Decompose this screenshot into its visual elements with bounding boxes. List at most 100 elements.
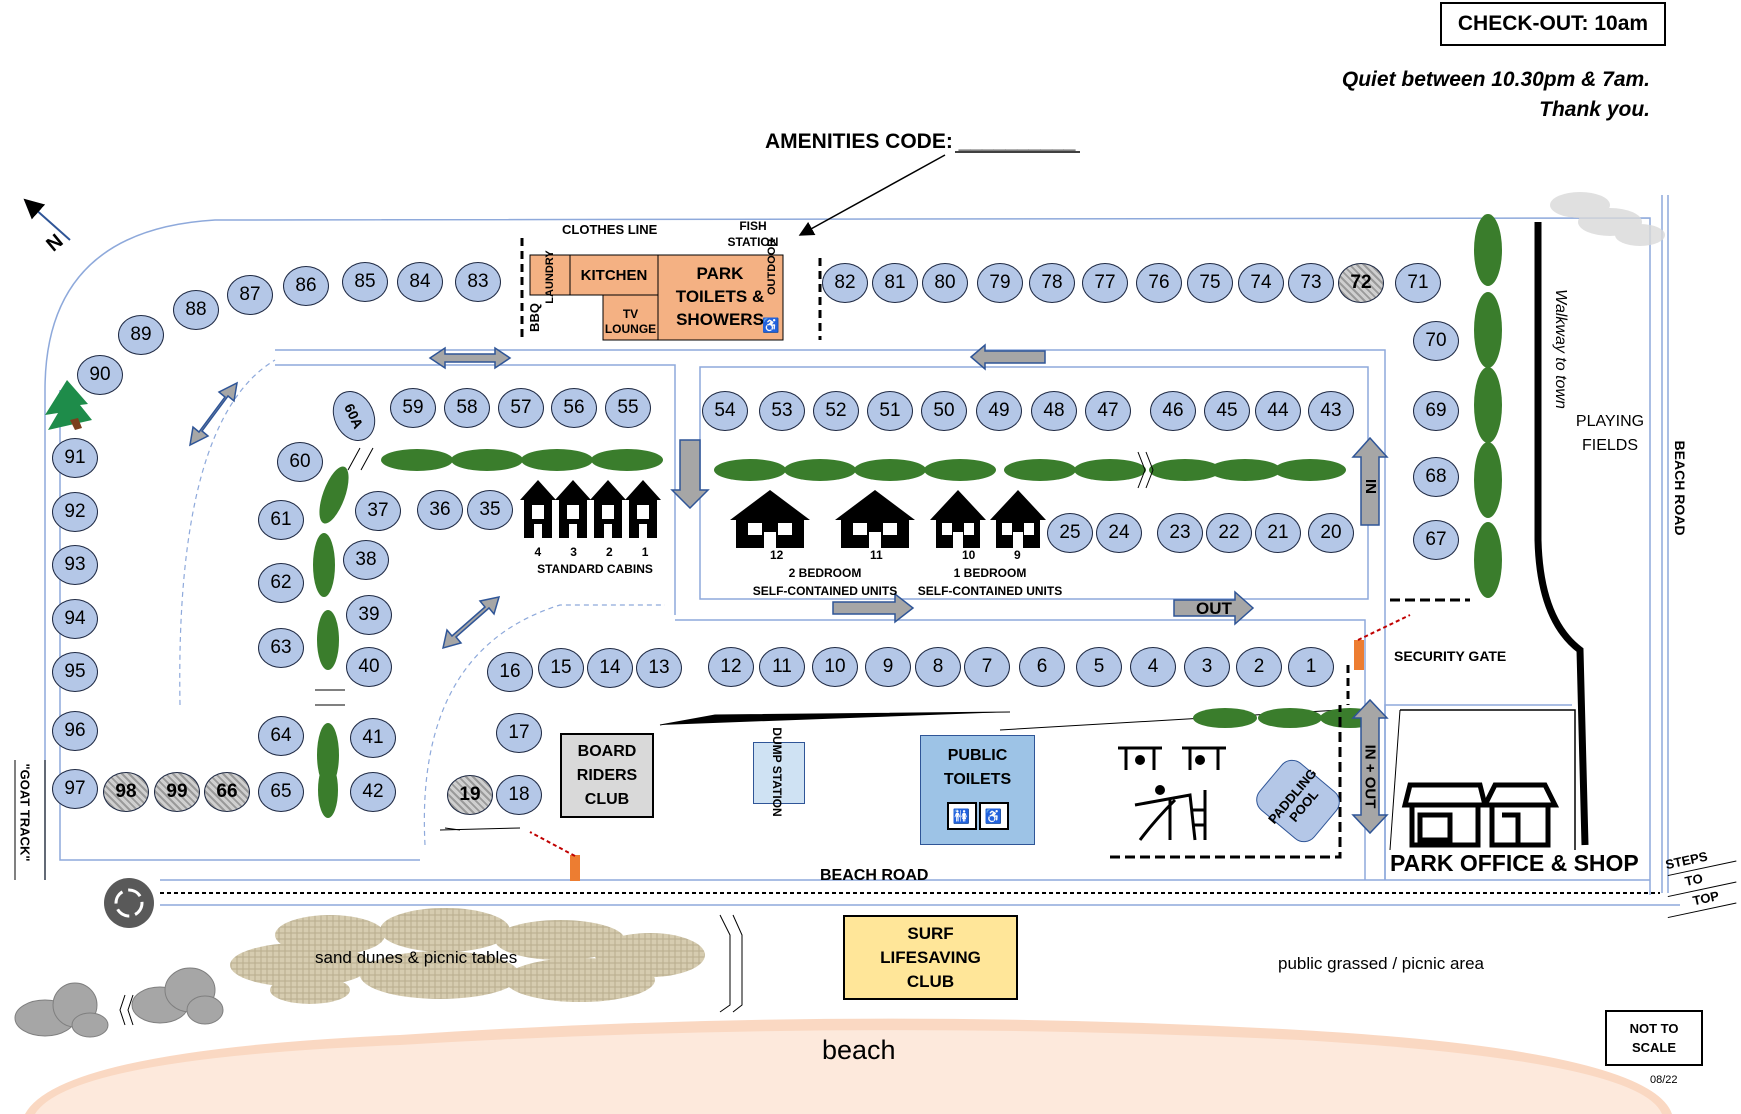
site-69[interactable]: 69 [1413, 391, 1459, 431]
site-23[interactable]: 23 [1157, 513, 1203, 553]
site-36[interactable]: 36 [417, 490, 463, 530]
site-84[interactable]: 84 [397, 262, 443, 302]
site-55[interactable]: 55 [605, 388, 651, 428]
site-44[interactable]: 44 [1255, 391, 1301, 431]
site-63[interactable]: 63 [258, 628, 304, 668]
site-94[interactable]: 94 [52, 599, 98, 639]
site-47[interactable]: 47 [1085, 391, 1131, 431]
site-38[interactable]: 38 [343, 540, 389, 580]
site-95[interactable]: 95 [52, 652, 98, 692]
site-41[interactable]: 41 [350, 718, 396, 758]
site-90[interactable]: 90 [77, 355, 123, 395]
steps-to-top-label: STEPS TO TOP [1663, 840, 1737, 919]
site-3[interactable]: 3 [1184, 647, 1230, 687]
site-54[interactable]: 54 [702, 391, 748, 431]
site-91[interactable]: 91 [52, 438, 98, 478]
site-43[interactable]: 43 [1308, 391, 1354, 431]
park-office-shop: PARK OFFICE & SHOP [1390, 850, 1639, 876]
site-80[interactable]: 80 [922, 263, 968, 303]
site-12[interactable]: 12 [708, 647, 754, 687]
site-97[interactable]: 97 [52, 769, 98, 809]
site-76[interactable]: 76 [1136, 263, 1182, 303]
site-4[interactable]: 4 [1130, 647, 1176, 687]
site-19[interactable]: 19 [447, 775, 493, 815]
site-92[interactable]: 92 [52, 492, 98, 532]
site-75[interactable]: 75 [1187, 263, 1233, 303]
site-66[interactable]: 66 [204, 772, 250, 812]
site-89[interactable]: 89 [118, 315, 164, 355]
site-6[interactable]: 6 [1019, 647, 1065, 687]
site-15[interactable]: 15 [538, 648, 584, 688]
thank-you: Thank you. [1539, 98, 1650, 121]
site-46[interactable]: 46 [1150, 391, 1196, 431]
site-74[interactable]: 74 [1238, 263, 1284, 303]
site-65[interactable]: 65 [258, 772, 304, 812]
site-78[interactable]: 78 [1029, 263, 1075, 303]
site-50[interactable]: 50 [921, 391, 967, 431]
site-96[interactable]: 96 [52, 711, 98, 751]
site-83[interactable]: 83 [455, 262, 501, 302]
beach-road-label: BEACH ROAD [820, 867, 929, 884]
site-72[interactable]: 72 [1338, 263, 1384, 303]
site-37[interactable]: 37 [355, 491, 401, 531]
site-73[interactable]: 73 [1288, 263, 1334, 303]
site-5[interactable]: 5 [1076, 647, 1122, 687]
site-71[interactable]: 71 [1395, 263, 1441, 303]
site-53[interactable]: 53 [759, 391, 805, 431]
site-70[interactable]: 70 [1413, 321, 1459, 361]
site-93[interactable]: 93 [52, 545, 98, 585]
site-11[interactable]: 11 [759, 647, 805, 687]
site-57[interactable]: 57 [498, 388, 544, 428]
unit-number-9: 9 [1014, 548, 1021, 562]
site-79[interactable]: 79 [977, 263, 1023, 303]
site-51[interactable]: 51 [867, 391, 913, 431]
site-60[interactable]: 60 [277, 442, 323, 482]
site-10[interactable]: 10 [812, 647, 858, 687]
site-18[interactable]: 18 [496, 775, 542, 815]
site-87[interactable]: 87 [227, 275, 273, 315]
site-52[interactable]: 52 [813, 391, 859, 431]
site-9[interactable]: 9 [865, 647, 911, 687]
site-42[interactable]: 42 [350, 772, 396, 812]
site-21[interactable]: 21 [1255, 513, 1301, 553]
site-39[interactable]: 39 [346, 595, 392, 635]
site-82[interactable]: 82 [822, 263, 868, 303]
site-25[interactable]: 25 [1047, 513, 1093, 553]
site-61[interactable]: 61 [258, 500, 304, 540]
site-77[interactable]: 77 [1082, 263, 1128, 303]
site-1[interactable]: 1 [1288, 647, 1334, 687]
site-62[interactable]: 62 [258, 563, 304, 603]
site-16[interactable]: 16 [487, 652, 533, 692]
site-14[interactable]: 14 [587, 648, 633, 688]
site-8[interactable]: 8 [915, 647, 961, 687]
site-81[interactable]: 81 [872, 263, 918, 303]
site-24[interactable]: 24 [1096, 513, 1142, 553]
site-59[interactable]: 59 [390, 388, 436, 428]
site-22[interactable]: 22 [1206, 513, 1252, 553]
rocks-icon [14, 967, 224, 1038]
site-99[interactable]: 99 [154, 772, 200, 812]
site-48[interactable]: 48 [1031, 391, 1077, 431]
site-45[interactable]: 45 [1204, 391, 1250, 431]
site-7[interactable]: 7 [964, 647, 1010, 687]
site-86[interactable]: 86 [283, 266, 329, 306]
site-98[interactable]: 98 [103, 772, 149, 812]
site-35[interactable]: 35 [467, 490, 513, 530]
site-20[interactable]: 20 [1308, 513, 1354, 553]
site-58[interactable]: 58 [444, 388, 490, 428]
site-13[interactable]: 13 [636, 648, 682, 688]
site-17[interactable]: 17 [496, 713, 542, 753]
site-67[interactable]: 67 [1413, 520, 1459, 560]
site-56[interactable]: 56 [551, 388, 597, 428]
site-2[interactable]: 2 [1236, 647, 1282, 687]
site-85[interactable]: 85 [342, 262, 388, 302]
site-49[interactable]: 49 [976, 391, 1022, 431]
site-68[interactable]: 68 [1413, 457, 1459, 497]
site-40[interactable]: 40 [346, 647, 392, 687]
site-88[interactable]: 88 [173, 290, 219, 330]
site-64[interactable]: 64 [258, 716, 304, 756]
